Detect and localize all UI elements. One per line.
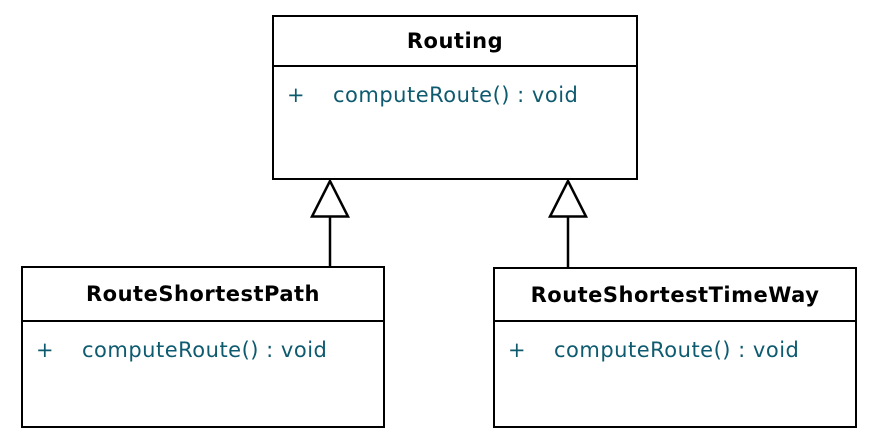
visibility-public-symbol: + <box>508 338 527 362</box>
generalization-connector-right <box>547 178 589 267</box>
method-signature: computeRoute() : void <box>333 83 579 107</box>
inheritance-triangle-icon <box>309 178 351 218</box>
method-row: + computeRoute() : void <box>508 338 855 362</box>
class-members-route-shortest-path: + computeRoute() : void <box>23 322 383 362</box>
method-row: + computeRoute() : void <box>36 338 383 362</box>
method-row: + computeRoute() : void <box>287 83 636 107</box>
class-box-route-shortest-time-way: RouteShortestTimeWay + computeRoute() : … <box>493 267 857 428</box>
class-members-route-shortest-time-way: + computeRoute() : void <box>495 322 855 362</box>
class-box-routing: Routing + computeRoute() : void <box>272 15 638 180</box>
generalization-connector-left <box>309 178 351 266</box>
visibility-public-symbol: + <box>36 338 55 362</box>
class-name-route-shortest-time-way: RouteShortestTimeWay <box>495 269 855 322</box>
class-name-routing: Routing <box>274 17 636 67</box>
inheritance-triangle-icon <box>547 178 589 218</box>
method-signature: computeRoute() : void <box>554 338 800 362</box>
visibility-public-symbol: + <box>287 83 306 107</box>
class-name-route-shortest-path: RouteShortestPath <box>23 268 383 322</box>
method-signature: computeRoute() : void <box>82 338 328 362</box>
class-box-route-shortest-path: RouteShortestPath + computeRoute() : voi… <box>21 266 385 428</box>
class-members-routing: + computeRoute() : void <box>274 67 636 107</box>
